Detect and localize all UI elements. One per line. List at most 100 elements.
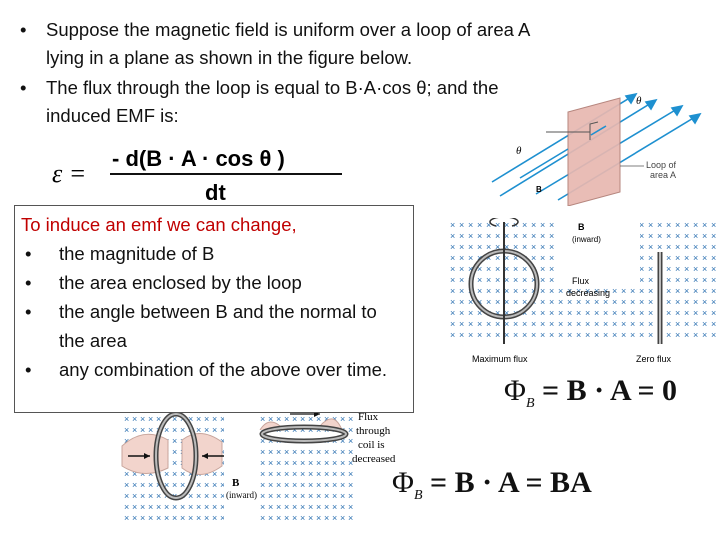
field-x-mark: × — [324, 502, 329, 512]
field-x-mark: × — [639, 242, 644, 252]
field-x-mark: × — [522, 308, 527, 318]
field-x-mark: × — [204, 502, 209, 512]
field-x-mark: × — [450, 330, 455, 340]
field-x-mark: × — [666, 231, 671, 241]
field-x-mark: × — [711, 308, 716, 318]
field-x-mark: × — [549, 308, 554, 318]
field-x-mark: × — [316, 502, 321, 512]
field-x-mark: × — [292, 491, 297, 501]
field-x-mark: × — [324, 414, 329, 424]
field-x-mark: × — [148, 491, 153, 501]
equation-flux-zero: ΦB = B · A = 0 — [504, 374, 677, 412]
field-x-mark: × — [513, 242, 518, 252]
field-x-mark: × — [495, 275, 500, 285]
phi-subscript: B — [413, 488, 423, 503]
field-x-mark: × — [284, 502, 289, 512]
figure-rotating-loop: ××××××××××××××××××××××××××××××××××××××××… — [446, 216, 720, 370]
field-x-mark: × — [693, 220, 698, 230]
field-x-mark: × — [220, 458, 225, 468]
field-x-mark: × — [531, 319, 536, 329]
field-x-mark: × — [495, 308, 500, 318]
field-x-mark: × — [204, 513, 209, 523]
emf-equation: ε = - d(B · A · cos θ ) dt — [50, 140, 350, 206]
field-x-mark: × — [540, 242, 545, 252]
field-x-mark: × — [540, 286, 545, 296]
field-x-mark: × — [711, 297, 716, 307]
field-x-mark: × — [468, 319, 473, 329]
field-x-mark: × — [648, 231, 653, 241]
field-x-mark: × — [495, 264, 500, 274]
field-x-mark: × — [316, 480, 321, 490]
field-x-mark: × — [188, 469, 193, 479]
b-label: B — [536, 185, 542, 194]
field-x-mark: × — [324, 458, 329, 468]
field-x-mark: × — [621, 297, 626, 307]
field-x-mark: × — [522, 275, 527, 285]
field-x-mark: × — [594, 297, 599, 307]
field-x-mark: × — [140, 414, 145, 424]
field-x-mark: × — [140, 480, 145, 490]
field-x-mark: × — [531, 220, 536, 230]
field-x-mark: × — [576, 308, 581, 318]
field-x-mark: × — [459, 286, 464, 296]
field-x-mark: × — [594, 319, 599, 329]
field-x-mark: × — [308, 491, 313, 501]
field-x-mark: × — [220, 414, 225, 424]
emf-numerator: - d(B · A · cos θ ) — [112, 146, 285, 171]
field-x-mark: × — [124, 414, 129, 424]
field-x-mark: × — [316, 491, 321, 501]
field-x-mark: × — [630, 308, 635, 318]
field-x-mark: × — [196, 502, 201, 512]
field-x-mark: × — [284, 513, 289, 523]
squeeze-flux-line3: coil is — [358, 439, 385, 451]
phi-subscript: B — [525, 396, 535, 411]
field-x-mark: × — [292, 414, 297, 424]
box-item-text: any combination of the above over time. — [59, 359, 388, 380]
field-x-mark: × — [711, 231, 716, 241]
field-x-mark: × — [531, 330, 536, 340]
field-x-mark: × — [531, 286, 536, 296]
field-x-mark: × — [675, 275, 680, 285]
field-x-mark: × — [180, 502, 185, 512]
field-x-mark: × — [522, 319, 527, 329]
field-x-mark: × — [292, 513, 297, 523]
field-x-mark: × — [513, 297, 518, 307]
field-x-mark: × — [300, 414, 305, 424]
field-x-mark: × — [639, 220, 644, 230]
field-x-mark: × — [468, 231, 473, 241]
field-x-mark: × — [621, 330, 626, 340]
field-x-mark: × — [140, 491, 145, 501]
field-x-mark: × — [212, 513, 217, 523]
field-x-mark: × — [621, 319, 626, 329]
field-x-mark: × — [140, 469, 145, 479]
field-x-mark: × — [513, 275, 518, 285]
field-x-mark: × — [308, 458, 313, 468]
rot-flux-line1: Flux — [572, 276, 590, 286]
field-x-mark: × — [639, 286, 644, 296]
field-x-mark: × — [196, 414, 201, 424]
field-x-mark: × — [639, 253, 644, 263]
field-x-mark: × — [348, 447, 353, 457]
bullet-list: •Suppose the magnetic field is uniform o… — [16, 16, 564, 132]
field-x-mark: × — [603, 308, 608, 318]
field-x-mark: × — [450, 264, 455, 274]
field-x-mark: × — [522, 242, 527, 252]
box-item: •the area enclosed by the loop — [21, 268, 407, 297]
field-x-mark: × — [308, 414, 313, 424]
field-x-mark: × — [459, 308, 464, 318]
field-x-mark: × — [486, 242, 491, 252]
field-x-mark: × — [450, 308, 455, 318]
field-x-mark: × — [459, 275, 464, 285]
equation-flux-ba: ΦB = B · A = BA — [392, 466, 592, 504]
loop-label-line1: Loop of — [646, 160, 677, 170]
field-x-mark: × — [316, 425, 321, 435]
emf-methods-box: To induce an emf we can change, •the mag… — [14, 205, 414, 413]
field-x-mark: × — [140, 502, 145, 512]
field-x-mark: × — [332, 458, 337, 468]
field-x-mark: × — [549, 319, 554, 329]
field-x-mark: × — [666, 253, 671, 263]
field-x-mark: × — [450, 275, 455, 285]
field-x-mark: × — [648, 220, 653, 230]
field-x-mark: × — [711, 220, 716, 230]
field-x-mark: × — [468, 264, 473, 274]
